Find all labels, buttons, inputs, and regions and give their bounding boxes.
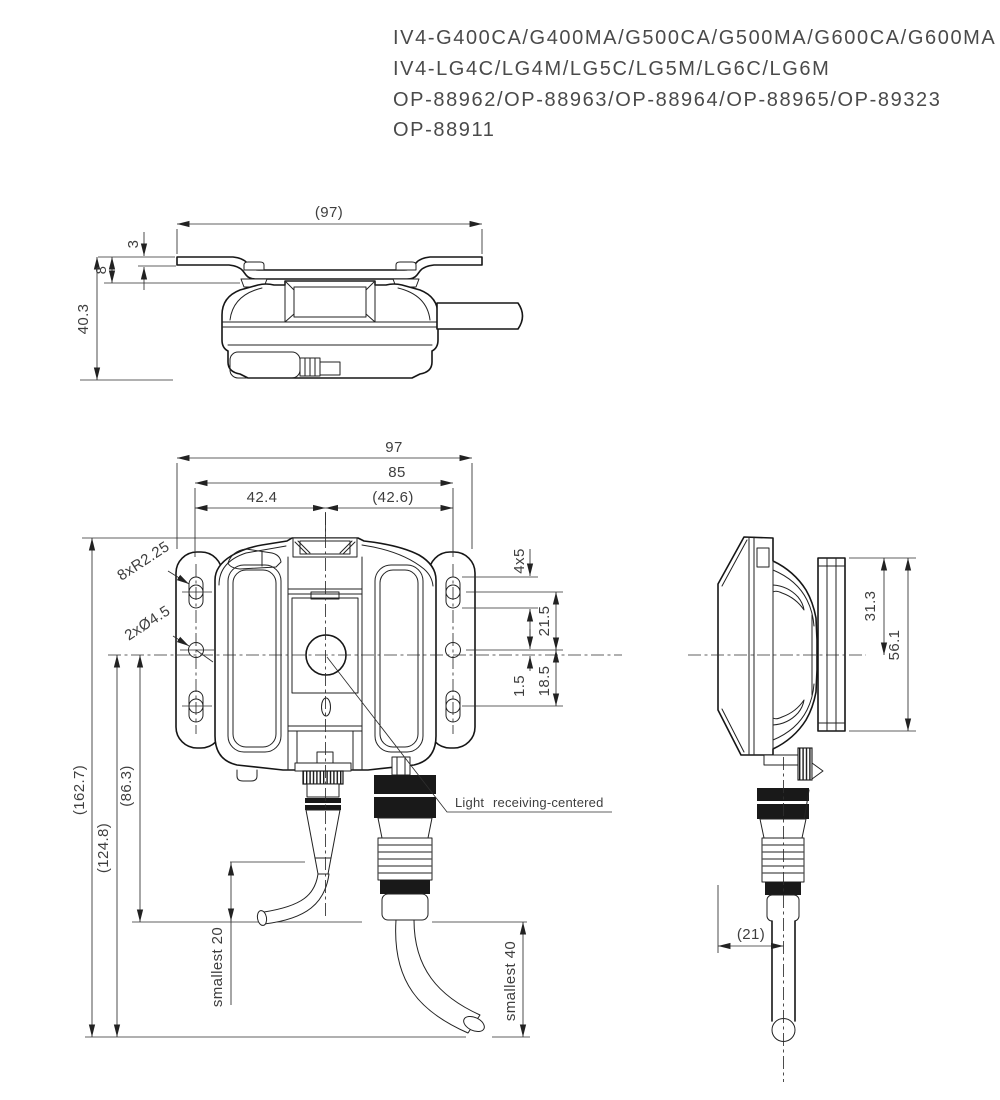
front-right-connector — [374, 756, 485, 1034]
dim-upper-pitch: 21.5 — [536, 606, 553, 637]
mounting-bracket-side — [817, 557, 846, 732]
connector-band — [380, 880, 430, 894]
dim-mounting-span: 85 — [388, 464, 406, 481]
side-latch-top — [772, 584, 805, 611]
side-view-centerlines — [688, 654, 866, 1082]
dim-plate-offset: 8 — [93, 266, 110, 275]
dim-bracket-height: 56.1 — [886, 630, 903, 661]
side-latch-bottom — [772, 699, 805, 726]
left-wing-panel — [227, 564, 282, 753]
side-connector — [757, 747, 824, 1042]
sensor-body-side — [717, 536, 818, 756]
right-wing-panel — [374, 564, 424, 753]
lens-panel — [291, 597, 359, 694]
dim-bracket-top-to-center: 31.3 — [862, 591, 879, 622]
latch-lever — [227, 548, 282, 570]
sensor-body-top — [221, 280, 439, 379]
dim-body-to-bend: (86.3) — [118, 765, 135, 807]
indicator-led — [321, 697, 331, 717]
model-list-line-1: IV4-G400CA/G400MA/G500CA/G500MA/G600CA/G… — [393, 27, 996, 49]
slot-leader-line — [167, 570, 190, 585]
right-cable-end — [463, 1015, 485, 1033]
dim-cable-clearance: (124.8) — [95, 823, 112, 873]
model-list-line-2: IV4-LG4C/LG4M/LG5C/LG5M/LG6C/LG6M — [393, 58, 830, 80]
dim-cable-to-body: (21) — [737, 926, 765, 943]
dim-min-bend-left: smallest 20 — [209, 927, 226, 1007]
dim-lower-pitch: 18.5 — [536, 666, 553, 697]
front-view: 97 85 42.4 (42.6) 8xR2.25 2xØ4.5 4x5 21.… — [71, 439, 622, 1038]
dim-slot-size: 4x5 — [511, 548, 528, 573]
title-block: IV4-G400CA/G400MA/G500CA/G500MA/G600CA/G… — [393, 27, 996, 141]
dim-top-overall-width: (97) — [315, 204, 343, 221]
left-cable — [263, 873, 330, 925]
body-foot — [236, 769, 258, 782]
dim-top-overall-height: 40.3 — [75, 304, 92, 335]
note-light-receiving: Light receiving-centered — [455, 795, 604, 810]
top-view-cable — [436, 302, 524, 330]
mounting-bracket-plate-profile — [176, 256, 483, 280]
top-view: (97) 3 8 40.3 — [75, 204, 524, 381]
connector-band — [757, 804, 809, 819]
dim-min-bend-right: smallest 40 — [502, 941, 519, 1021]
connector-band — [765, 882, 801, 895]
label-hole-diameter: 2xØ4.5 — [122, 602, 174, 644]
dim-overall-height: (162.7) — [71, 765, 88, 815]
front-left-connector — [256, 762, 352, 926]
top-connector-housing — [284, 280, 376, 323]
front-view-reference-lines — [82, 537, 530, 1038]
front-view-dimension-lines — [88, 454, 612, 1037]
dim-front-overall-width: 97 — [385, 439, 403, 456]
side-view: 31.3 56.1 (21) — [688, 536, 916, 1082]
dim-plate-thickness: 3 — [125, 240, 142, 249]
top-view-dimension-lines — [80, 220, 483, 381]
connector-band — [374, 797, 436, 818]
note-leader-line — [326, 656, 612, 813]
front-view-centerlines — [108, 512, 622, 918]
hole-leader-line — [172, 635, 190, 647]
side-top-notch — [756, 547, 770, 568]
option-list-line-1: OP-88962/OP-88963/OP-88964/OP-88965/OP-8… — [393, 89, 942, 111]
knurled-ring — [302, 770, 344, 785]
connector-band — [374, 775, 436, 794]
label-slot-corner-radius: 8xR2.25 — [114, 538, 172, 584]
connector-band — [757, 788, 809, 801]
dim-center-to-left: 42.4 — [247, 489, 278, 506]
dim-center-to-right: (42.6) — [372, 489, 414, 506]
dim-center-offset: 1.5 — [511, 675, 528, 697]
left-cable-end — [256, 910, 268, 926]
side-knurled-ring — [797, 747, 813, 781]
side-view-dimension-lines — [717, 557, 916, 953]
right-cable — [395, 919, 481, 1034]
option-list-line-2: OP-88911 — [393, 119, 496, 141]
